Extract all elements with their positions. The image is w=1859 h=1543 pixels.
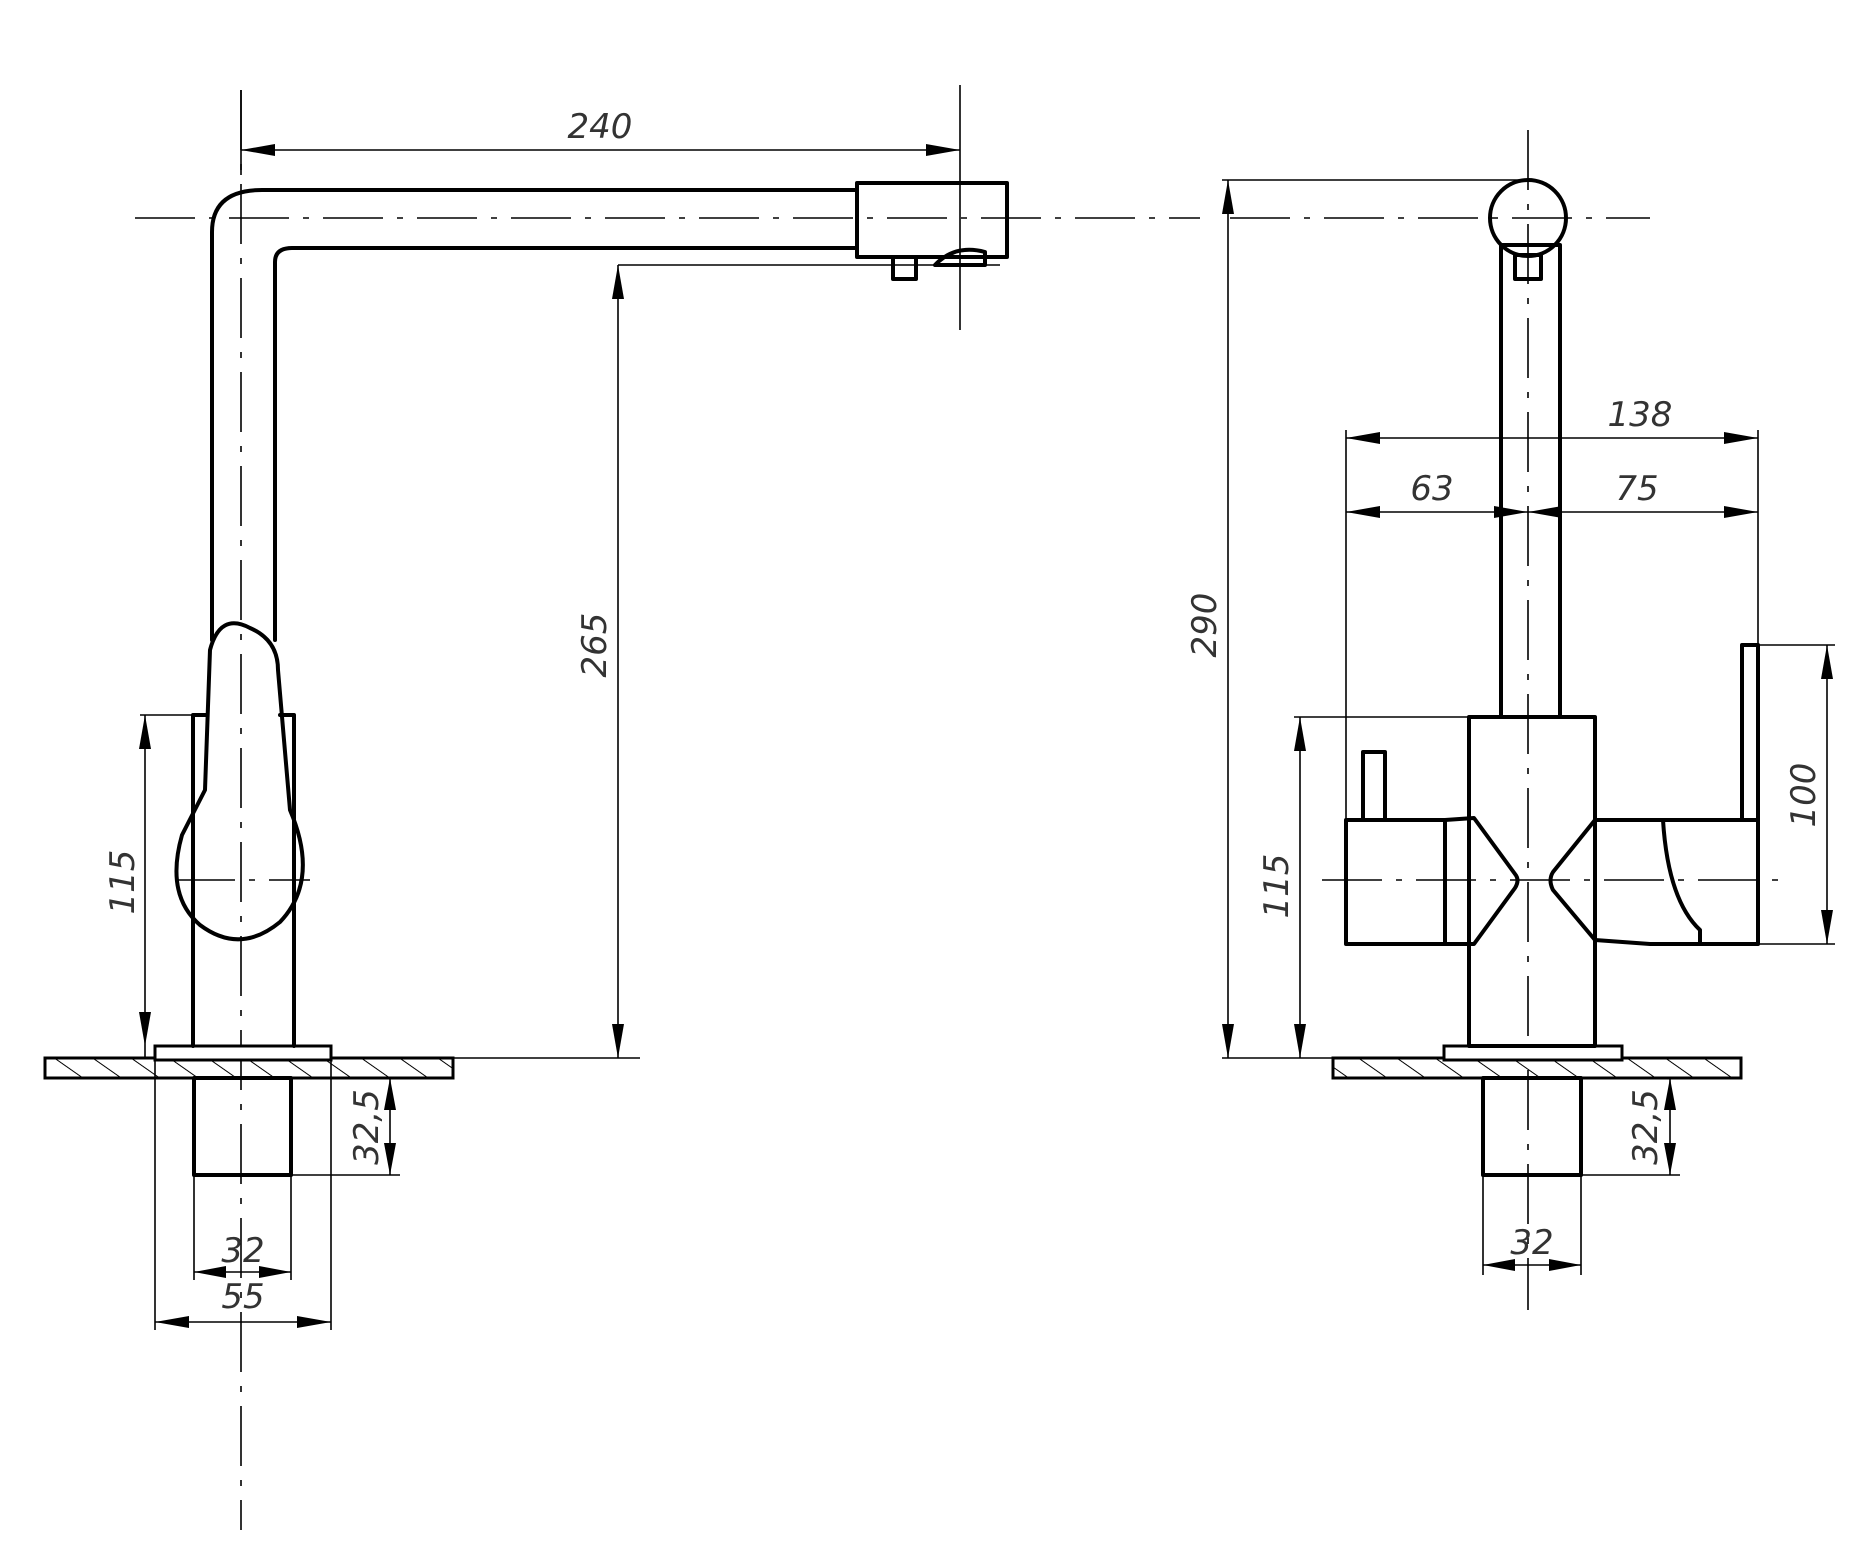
aerator-nozzle-left [891,255,918,281]
body-left [191,713,296,1048]
dim-shank-length-left: 32,5 [347,1089,387,1165]
dim-total-height: 290 [1185,593,1225,658]
side-view [43,90,1200,1530]
spout-right [1499,243,1562,719]
dim-spout-reach: 240 [568,107,633,147]
dim-left-handle-offset: 63 [1410,469,1453,509]
lever-left-right-view [1361,750,1387,822]
aerator-nozzle-right [1513,253,1543,281]
front-view [1230,130,1785,1310]
shank-left [192,1076,293,1177]
body-right [1467,715,1597,1048]
dimension-lines [139,85,1835,1330]
dim-overall-width: 138 [1608,395,1673,435]
spray-tip-left [933,247,987,267]
spout-left [210,188,859,642]
right-valve-right-view [1548,818,1760,946]
left-valve-right-view [1344,816,1520,946]
aerator-left [855,181,1009,259]
dim-shank-diameter-right: 32 [1510,1223,1553,1263]
dim-shank-length-right: 32,5 [1626,1089,1666,1165]
dim-body-height-left: 115 [103,850,143,915]
dimension-labels: 240 265 115 32,5 32 55 290 138 63 75 115… [103,107,1824,1317]
shank-right [1481,1076,1583,1177]
dim-right-handle-offset: 75 [1615,469,1658,509]
countertop-right [1331,1044,1743,1080]
lever-right-right-view [1740,643,1760,822]
dim-handle-height: 100 [1784,763,1824,828]
dim-body-height-right: 115 [1257,854,1297,919]
countertop-left [43,1044,455,1080]
dim-spout-height: 265 [575,613,615,678]
dim-base-diameter: 55 [221,1277,264,1317]
handle-left [174,621,305,942]
dim-shank-diameter-left: 32 [221,1231,264,1271]
